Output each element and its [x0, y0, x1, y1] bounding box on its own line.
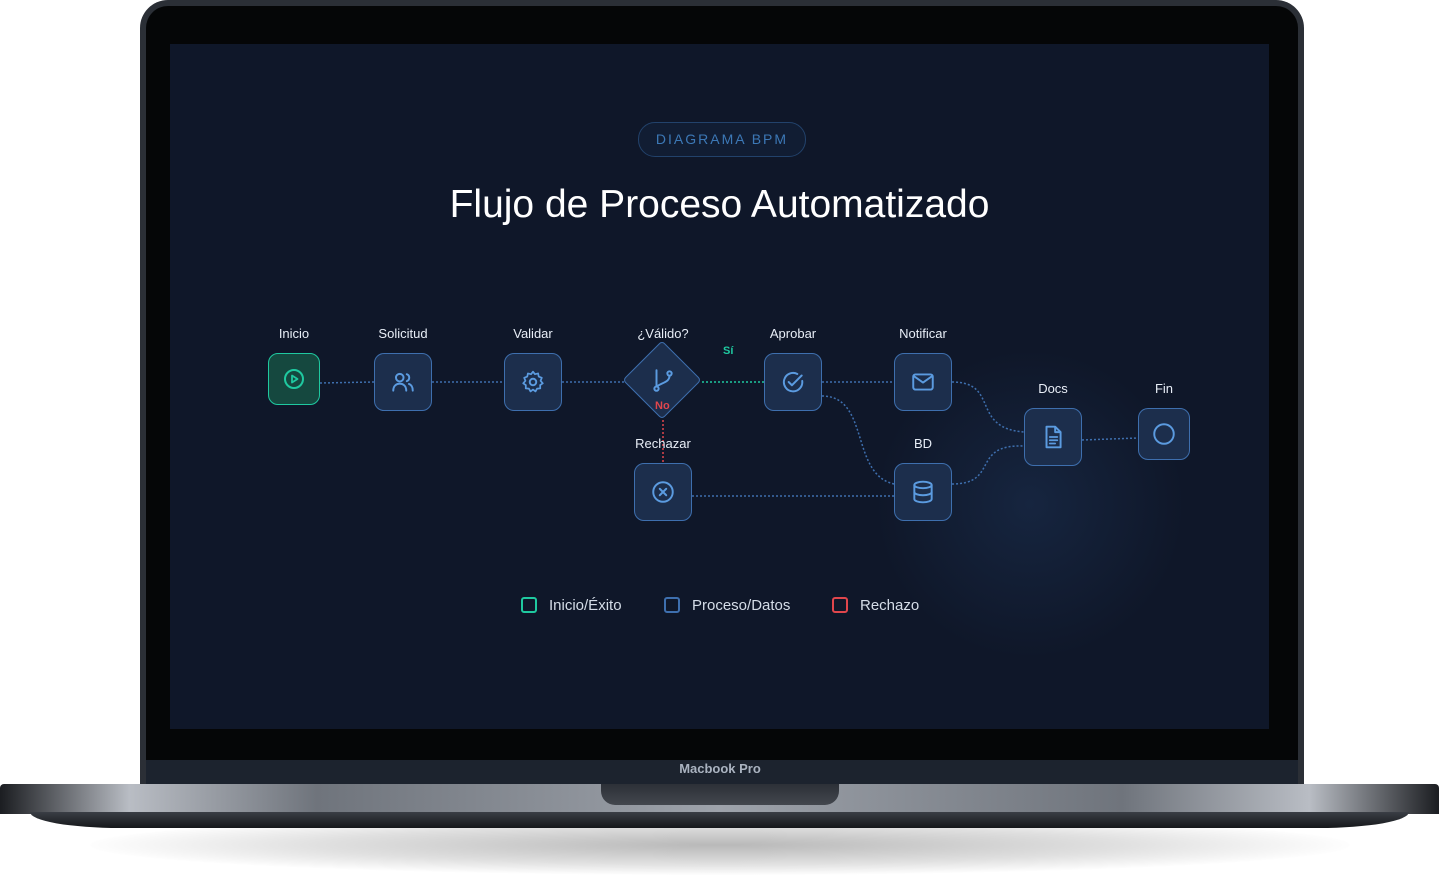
node-label-aprobar: Aprobar — [769, 326, 817, 341]
node-solicitud[interactable] — [374, 353, 432, 411]
node-label-docs: Docs — [1038, 381, 1068, 396]
circle-icon — [1153, 423, 1175, 445]
gear-icon — [522, 370, 544, 393]
lid-bottom-bar — [146, 760, 1298, 786]
node-notificar[interactable] — [894, 353, 952, 411]
mail-icon — [912, 373, 934, 391]
node-fin[interactable] — [1138, 408, 1190, 460]
edges-layer — [319, 381, 1139, 497]
legend-swatch-process — [664, 597, 680, 613]
legend-item-success: Inicio/Éxito — [521, 595, 622, 615]
node-docs[interactable] — [1024, 408, 1082, 466]
node-label-bd: BD — [913, 436, 933, 451]
legend-swatch-reject — [832, 597, 848, 613]
node-rechazar[interactable] — [634, 463, 692, 521]
node-label-decision: ¿Válido? — [637, 326, 689, 341]
node-label-rechazar: Rechazar — [635, 436, 691, 451]
legend-label-reject: Rechazo — [860, 596, 920, 614]
screen: DIAGRAMA BPM Flujo de Proceso Automatiza… — [170, 44, 1269, 729]
legend-item-reject: Rechazo — [832, 595, 919, 615]
play-circle-icon — [284, 369, 304, 389]
node-label-solicitud: Solicitud — [378, 326, 428, 341]
edge-notificar-docs — [951, 381, 1025, 433]
node-label-validar: Validar — [513, 326, 553, 341]
node-aprobar[interactable] — [764, 353, 822, 411]
page-title: Flujo de Proceso Automatizado — [449, 183, 990, 226]
edge-bd-docs — [951, 445, 1025, 485]
document-icon — [1045, 425, 1062, 449]
node-label-inicio: Inicio — [278, 326, 310, 341]
x-circle-icon — [652, 481, 674, 503]
node-bd[interactable] — [894, 463, 952, 521]
edge-docs-fin — [1081, 437, 1139, 441]
check-circle-icon — [782, 371, 804, 393]
diagram-badge: DIAGRAMA BPM — [638, 122, 806, 157]
edge-label-yes: Sí — [723, 345, 734, 357]
device-label: Macbook Pro — [679, 761, 761, 776]
legend-label-process: Proceso/Datos — [692, 596, 791, 614]
database-icon — [913, 480, 933, 504]
edge-inicio-solicitud — [319, 381, 375, 384]
legend-item-process: Proceso/Datos — [664, 595, 790, 615]
git-branch-icon — [653, 369, 673, 392]
edge-label-no: No — [655, 400, 670, 412]
users-icon — [392, 372, 414, 392]
laptop-base-lower — [30, 812, 1409, 828]
legend-swatch-success — [521, 597, 537, 613]
legend-label-success: Inicio/Éxito — [549, 596, 622, 614]
node-inicio[interactable] — [268, 353, 320, 405]
node-validar[interactable] — [504, 353, 562, 411]
node-label-fin: Fin — [1154, 381, 1174, 396]
node-label-notificar: Notificar — [899, 326, 947, 341]
laptop-notch — [601, 784, 839, 805]
